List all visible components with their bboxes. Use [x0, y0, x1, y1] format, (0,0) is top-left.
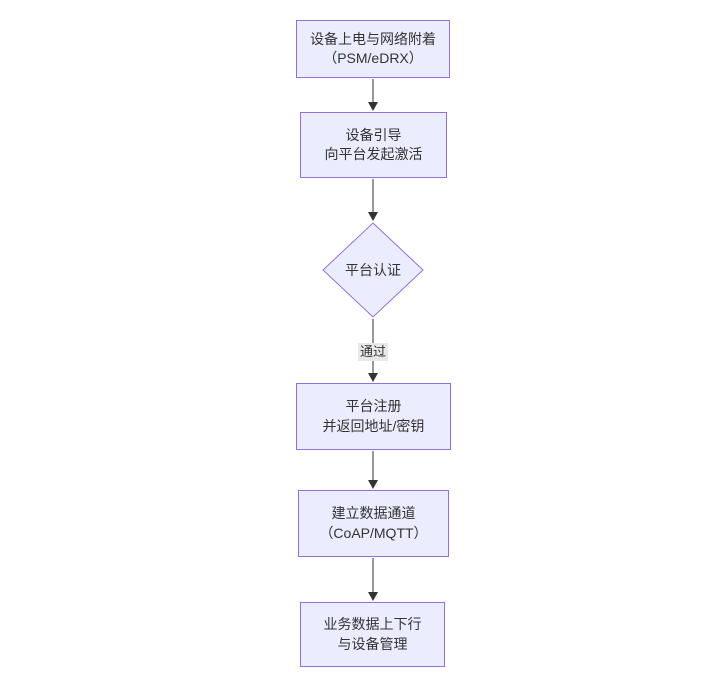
node-business-data-device-management: 业务数据上下行 与设备管理: [300, 602, 445, 667]
node-text-line: 建立数据通道: [331, 505, 416, 521]
node-text-line: （CoAP/MQTT）: [319, 524, 428, 541]
arrow-a-to-b: [368, 79, 378, 111]
node-text-line: 平台注册: [345, 398, 402, 414]
node-device-bootstrap-activate: 设备引导 向平台发起激活: [300, 112, 447, 178]
arrow-e-to-f: [368, 558, 378, 601]
node-text-line: 并返回地址/密钥: [322, 417, 425, 434]
diamond-shape: [322, 222, 424, 318]
node-platform-auth-decision: 平台认证: [322, 222, 424, 318]
node-device-power-network-attach: 设备上电与网络附着 （PSM/eDRX）: [296, 20, 450, 78]
arrow-b-to-c: [368, 179, 378, 221]
arrow-d-to-e: [368, 451, 378, 489]
edge-label-pass: 通过: [357, 343, 389, 361]
node-establish-data-channel: 建立数据通道 （CoAP/MQTT）: [298, 490, 449, 557]
node-text-line: （PSM/eDRX）: [323, 50, 423, 66]
node-text-line: 设备引导: [345, 126, 402, 143]
node-text-line: 与设备管理: [337, 635, 408, 652]
node-text-line: 设备上电与网络附着: [310, 30, 436, 47]
node-platform-register-return-keys: 平台注册 并返回地址/密钥: [296, 383, 451, 450]
node-text-line: 向平台发起激活: [324, 146, 423, 162]
node-text-line: 平台认证: [345, 262, 401, 278]
node-text-line: 业务数据上下行: [323, 616, 422, 632]
